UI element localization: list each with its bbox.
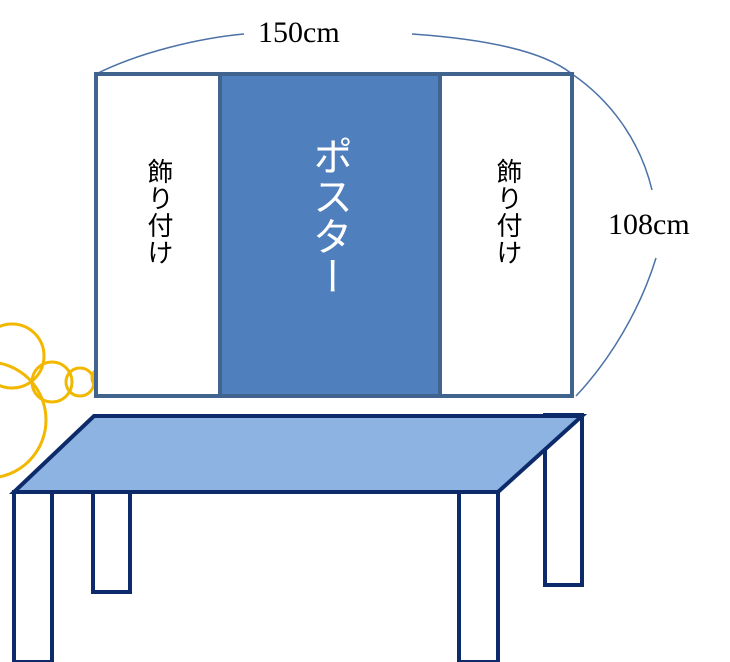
right-decoration-label: 飾り付け (492, 158, 522, 266)
table-top (8, 414, 588, 494)
balloon-large (0, 361, 48, 479)
width-dimension-right (411, 33, 573, 75)
poster-label: ポスター (306, 136, 352, 296)
height-dimension-bottom (575, 257, 657, 397)
width-label: 150cm (258, 16, 340, 49)
height-label: 108cm (608, 208, 690, 241)
balloon-medium (0, 322, 46, 390)
display-board (94, 72, 574, 398)
balloon-small-2 (64, 366, 96, 398)
dimension-lines (95, 33, 657, 397)
table-front-legs (12, 490, 500, 662)
balloon-small-1 (30, 360, 74, 404)
poster-panel (218, 72, 442, 398)
right-decoration-panel (438, 72, 574, 398)
left-decoration-panel (94, 72, 222, 398)
width-dimension-left (95, 33, 245, 75)
table-leg-front-right (457, 490, 500, 662)
table-leg-back-left (91, 490, 132, 594)
height-dimension-top (571, 73, 653, 191)
left-decoration-label: 飾り付け (143, 158, 173, 266)
table-leg-front-left (12, 490, 54, 662)
